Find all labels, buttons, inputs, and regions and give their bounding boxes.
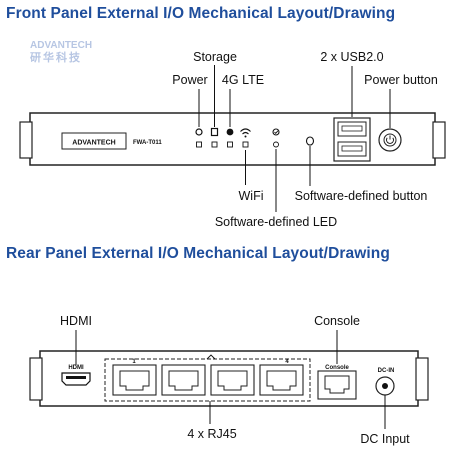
rear-panel-heading: Rear Panel External I/O Mechanical Layou… (6, 245, 390, 262)
wifi-label: WiFi (239, 189, 264, 203)
storage-icon (210, 127, 219, 137)
storage-label: Storage (193, 50, 237, 64)
lte-icon (226, 128, 234, 136)
rj45-socket-icon (217, 370, 248, 391)
usb-label: 2 x USB2.0 (320, 50, 383, 64)
rj45-port-1[interactable] (112, 364, 157, 396)
power-button-label: Power button (364, 73, 438, 87)
power-button[interactable] (378, 128, 402, 152)
sw-led-window (273, 141, 279, 148)
rj45-port-4[interactable] (259, 364, 304, 396)
front-leader-lines (198, 65, 391, 212)
rj45-label: 4 x RJ45 (187, 427, 236, 441)
usb-port-2-tongue (341, 145, 363, 152)
rj45-socket-icon (168, 370, 199, 391)
front-model-label: FWA-T011 (133, 140, 162, 146)
power-button-cap[interactable] (383, 133, 397, 147)
console-socket-icon (324, 375, 350, 394)
sw-led-label: Software-defined LED (215, 215, 337, 229)
hdmi-label: HDMI (60, 314, 92, 328)
wifi-icon (240, 128, 251, 135)
front-logo-plate (61, 132, 127, 150)
watermark-en: ADVANTECH (30, 40, 93, 51)
rj45-arrow-icon (206, 354, 216, 360)
dc-input-pin (382, 383, 388, 389)
usb-port-1-tongue (341, 125, 363, 132)
storage-led (210, 127, 219, 148)
sw-button[interactable] (305, 136, 315, 146)
usb-ports (333, 117, 371, 162)
storage-led-window (211, 141, 218, 148)
sw-led (272, 128, 280, 148)
lte-led-window (227, 141, 233, 148)
rj45-socket-icon (119, 370, 150, 391)
front-panel-heading: Front Panel External I/O Mechanical Layo… (6, 5, 396, 22)
dcin-panel-label: DC-IN (378, 368, 395, 374)
power-led (195, 128, 203, 148)
power-led-window (196, 141, 202, 148)
rear-left-ear (29, 357, 43, 401)
front-left-ear (19, 121, 33, 159)
watermark-cn: 研华科技 (30, 52, 82, 64)
sw-button-label: Software-defined button (295, 189, 428, 203)
power-label: Power (172, 73, 207, 87)
rear-panel: HDMI 1 4 Console DC-IN (29, 314, 429, 446)
rear-leader-lines (75, 330, 386, 429)
rj45-port-3[interactable] (210, 364, 255, 396)
lte-led (226, 128, 234, 148)
rj45-port-2[interactable] (161, 364, 206, 396)
sw-led-check-icon (274, 130, 279, 134)
wifi-icon-dot (244, 135, 247, 138)
rj45-port-1-number: 1 (132, 359, 136, 365)
hdmi-panel-label: HDMI (68, 365, 84, 371)
rj45-socket-icon (266, 370, 297, 391)
lte-label: 4G LTE (222, 73, 264, 87)
dc-input-label: DC Input (360, 432, 410, 446)
front-right-ear (432, 121, 446, 159)
hdmi-port-pins (66, 376, 86, 379)
sw-led-icon (272, 128, 280, 136)
advantech-watermark: ADVANTECH 研华科技 (30, 40, 92, 64)
wifi-led-window (242, 141, 249, 148)
power-icon (195, 128, 203, 136)
front-panel: ADVANTECH FWA-T011 (19, 50, 446, 229)
console-label: Console (314, 314, 360, 328)
power-button-icon (386, 135, 394, 144)
wifi-led (240, 128, 251, 148)
front-logo-text: ADVANTECH (72, 140, 115, 147)
console-panel-label: Console (325, 365, 349, 371)
rear-right-ear (415, 357, 429, 401)
rj45-port-4-number: 4 (285, 359, 289, 365)
